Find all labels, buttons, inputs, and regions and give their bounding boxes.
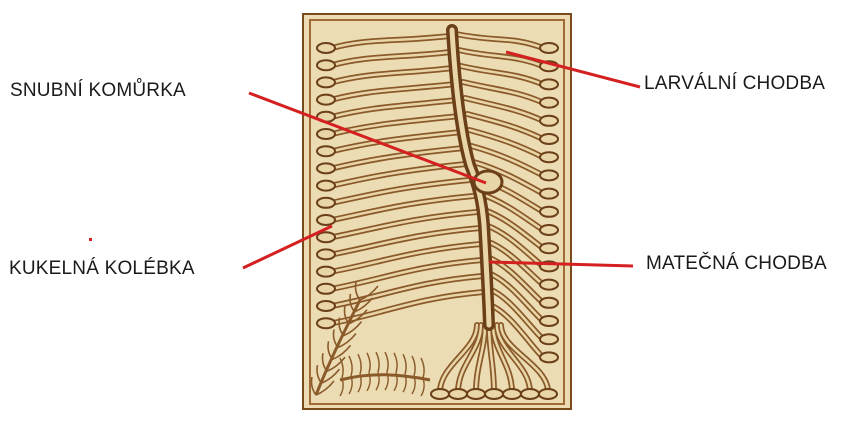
pupal-chamber (485, 389, 503, 399)
pupal-chamber (317, 95, 335, 105)
pupal-chamber (540, 243, 558, 253)
wood-illustration (303, 14, 571, 409)
pupal-chamber (540, 189, 558, 199)
pupal-chamber (317, 301, 335, 311)
pupal-chamber (540, 316, 558, 326)
wood-plate (303, 14, 571, 409)
pupal-chamber (317, 163, 335, 173)
pupal-chamber (540, 334, 558, 344)
pupal-chamber (540, 352, 558, 362)
pupal-chamber (317, 215, 335, 225)
pupal-chamber (540, 134, 558, 144)
pupal-chamber (540, 207, 558, 217)
pupal-chamber (540, 43, 558, 53)
pupal-chamber (540, 116, 558, 126)
pupal-chamber (540, 152, 558, 162)
pupal-chamber (317, 129, 335, 139)
pupal-chamber (317, 60, 335, 70)
nuptial-chamber (474, 171, 502, 193)
pupal-chamber (540, 98, 558, 108)
pupal-chamber (317, 249, 335, 259)
pupal-chamber (317, 77, 335, 87)
pupal-chamber (540, 79, 558, 89)
pupal-chamber (467, 389, 485, 399)
pupal-chamber (539, 389, 557, 399)
pupal-chamber (317, 284, 335, 294)
label-larvalni-chodba: LARVÁLNÍ CHODBA (644, 73, 825, 95)
pupal-chamber (449, 389, 467, 399)
pupal-chamber (317, 181, 335, 191)
pupal-chamber (317, 318, 335, 328)
pupal-chamber (540, 225, 558, 235)
pupal-chamber (540, 170, 558, 180)
pupal-chamber (317, 267, 335, 277)
red-dot (89, 238, 92, 241)
pupal-chamber (317, 232, 335, 242)
pupal-chamber (540, 280, 558, 290)
pupal-chamber (317, 198, 335, 208)
label-materna-chodba: MATEČNÁ CHODBA (646, 253, 827, 275)
pupal-chamber (317, 146, 335, 156)
pupal-chamber (503, 389, 521, 399)
label-kukelna-kolebka: KUKELNÁ KOLÉBKA (9, 258, 195, 280)
pupal-chamber (540, 298, 558, 308)
label-snubni-komurka: SNUBNÍ KOMŮRKA (10, 80, 186, 102)
pupal-chamber (431, 389, 449, 399)
pupal-chamber (521, 389, 539, 399)
pupal-chamber (317, 43, 335, 53)
